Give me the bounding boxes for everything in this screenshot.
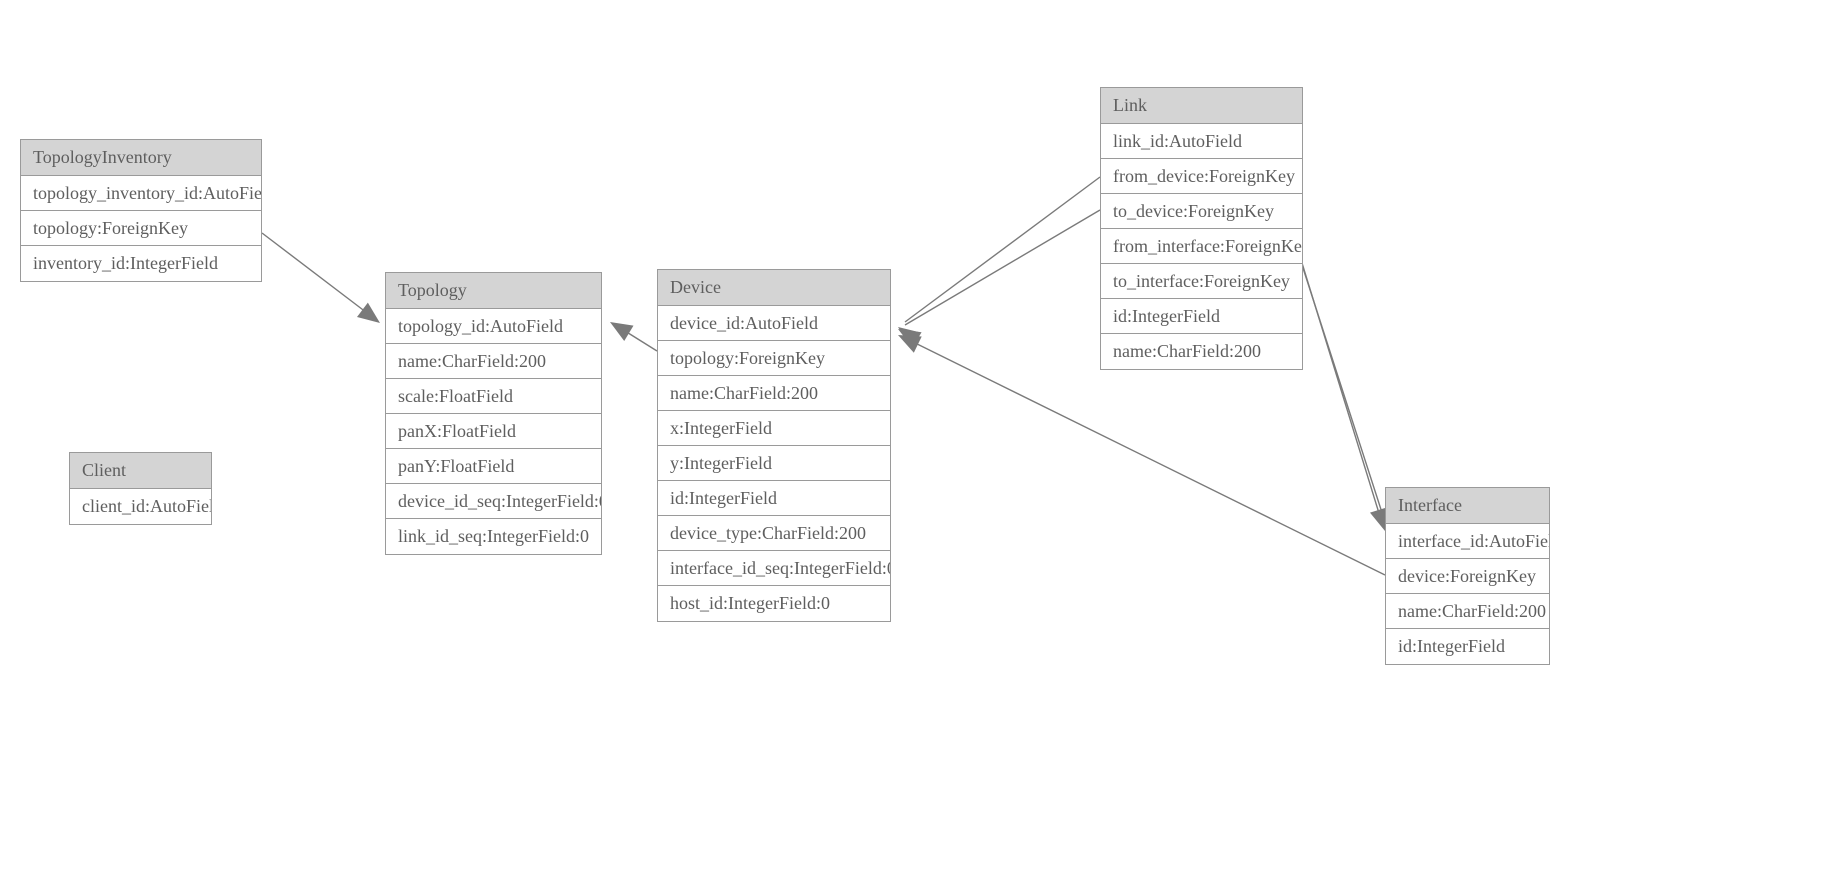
arrowhead-icon (898, 329, 922, 348)
entity-field: client_id:AutoField (70, 489, 211, 524)
entity-field: name:CharField:200 (658, 376, 890, 411)
entity-title-client: Client (70, 453, 211, 489)
edge-topologyinventory-topology (261, 232, 380, 323)
entity-field: id:IntegerField (1101, 299, 1302, 334)
edge-link-from-device (898, 176, 1101, 348)
entity-field: device_id:AutoField (658, 306, 890, 341)
edge-link-to-device (898, 209, 1101, 348)
arrowhead-icon (357, 302, 380, 323)
entity-field: topology:ForeignKey (658, 341, 890, 376)
arrowhead-icon (610, 322, 634, 342)
entity-title-topology: Topology (386, 273, 601, 309)
entity-field: id:IntegerField (658, 481, 890, 516)
entity-field: panY:FloatField (386, 449, 601, 484)
entity-field: from_device:ForeignKey (1101, 159, 1302, 194)
entity-field: inventory_id:IntegerField (21, 246, 261, 281)
entity-field: topology_inventory_id:AutoField (21, 176, 261, 211)
arrowhead-icon (898, 327, 922, 348)
entity-field: link_id_seq:IntegerField:0 (386, 519, 601, 554)
entity-field: name:CharField:200 (1101, 334, 1302, 369)
entity-title-device: Device (658, 270, 890, 306)
entity-field: device_type:CharField:200 (658, 516, 890, 551)
entity-field: device:ForeignKey (1386, 559, 1549, 594)
entity-field: interface_id:AutoField (1386, 524, 1549, 559)
entity-title-interface: Interface (1386, 488, 1549, 524)
entity-field: name:CharField:200 (1386, 594, 1549, 629)
entity-field: topology:ForeignKey (21, 211, 261, 246)
entity-title-link: Link (1101, 88, 1302, 124)
entity-field: to_device:ForeignKey (1101, 194, 1302, 229)
entity-field: interface_id_seq:IntegerField:0 (658, 551, 890, 586)
edge-link-from-interface (1297, 249, 1388, 531)
entity-field: topology_id:AutoField (386, 309, 601, 344)
arrowhead-icon (898, 335, 922, 353)
edge-link-to-interface (1302, 267, 1391, 533)
entity-field: y:IntegerField (658, 446, 890, 481)
entity-title-topologyinventory: TopologyInventory (21, 140, 261, 176)
entity-field: from_interface:ForeignKey (1101, 229, 1302, 264)
entity-field: scale:FloatField (386, 379, 601, 414)
edge-device-topology (610, 322, 658, 352)
entity-field: to_interface:ForeignKey (1101, 264, 1302, 299)
entity-field: device_id_seq:IntegerField:0 (386, 484, 601, 519)
entity-field: x:IntegerField (658, 411, 890, 446)
entity-field: host_id:IntegerField:0 (658, 586, 890, 621)
entity-field: name:CharField:200 (386, 344, 601, 379)
entity-field: id:IntegerField (1386, 629, 1549, 664)
entity-field: link_id:AutoField (1101, 124, 1302, 159)
entity-field: panX:FloatField (386, 414, 601, 449)
